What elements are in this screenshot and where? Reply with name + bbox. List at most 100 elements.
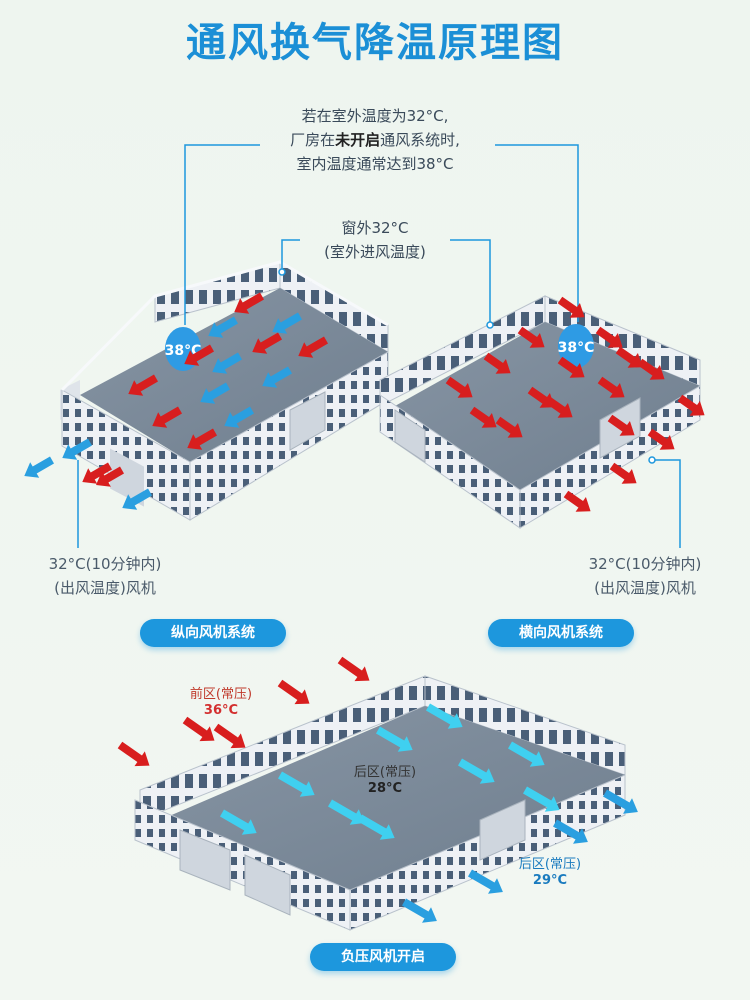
- hot-air-arrow-shape: [184, 344, 214, 366]
- hot-air-arrow: [298, 336, 328, 358]
- page-title: 通风换气降温原理图: [186, 20, 564, 66]
- cool-air-arrow: [402, 898, 437, 923]
- negative-pressure-fan-label: 负压风机开启: [310, 943, 456, 971]
- cool-air-arrow: [212, 352, 242, 374]
- hot-air-arrow-shape: [469, 406, 497, 428]
- cool-air-arrow-shape: [212, 352, 242, 374]
- cool-air-arrow: [553, 819, 588, 844]
- hot-air-arrow-shape: [213, 723, 246, 749]
- cool-air-arrow: [603, 789, 638, 814]
- right-fan-note-line2: (出风温度)风机: [594, 579, 696, 597]
- hot-air-arrow-shape: [607, 414, 635, 436]
- hot-air-arrow-shape: [252, 332, 282, 354]
- hot-air-arrow-shape: [597, 376, 625, 398]
- cool-air-arrow-shape: [402, 898, 437, 923]
- hot-air-arrow: [184, 344, 214, 366]
- cool-air-arrow-shape: [278, 771, 315, 797]
- hot-air-arrow: [563, 490, 591, 512]
- hot-air-arrow-shape: [647, 428, 675, 450]
- door-block: [479, 799, 526, 861]
- hot-air-arrow-shape: [557, 356, 585, 378]
- hot-air-arrow: [182, 716, 215, 742]
- cool-air-arrow-shape: [376, 726, 413, 752]
- middle-zone-temp: 28°C: [367, 781, 403, 796]
- hot-air-arrow-shape: [615, 346, 643, 368]
- cool-air-arrow: [508, 741, 545, 767]
- cool-air-arrow: [122, 488, 152, 510]
- hot-air-arrow: [187, 428, 217, 450]
- cool-air-arrow: [208, 316, 238, 338]
- right-badge-ellipse: [558, 324, 594, 368]
- bottom-building-floor: [160, 706, 625, 890]
- cool-air-arrow-shape: [468, 869, 503, 894]
- hot-air-arrow-shape: [557, 296, 585, 318]
- cool-air-arrow-shape: [220, 809, 257, 835]
- hot-air-arrow-shape: [128, 374, 158, 396]
- cool-air-arrow: [358, 814, 395, 840]
- top-note-line3: 室内温度通常达到38°C: [296, 155, 454, 173]
- hot-air-arrow: [152, 406, 182, 428]
- cool-air-arrow-shape: [553, 819, 588, 844]
- hot-air-arrow: [615, 346, 643, 368]
- cool-air-arrow-shape: [523, 786, 560, 812]
- right-badge-text: 38°C: [558, 340, 595, 356]
- hot-air-arrow-shape: [182, 716, 215, 742]
- rear-zone-label: 后区(常压) 29°C: [505, 857, 595, 889]
- hot-air-arrow: [495, 416, 523, 438]
- hot-air-arrow-shape: [152, 406, 182, 428]
- hot-air-arrow: [597, 376, 625, 398]
- cool-air-arrow: [426, 703, 463, 729]
- callout-dot: [486, 321, 494, 329]
- callout-line-top-right: [495, 144, 579, 322]
- hot-air-arrow: [517, 326, 545, 348]
- middle-zone-name: 后区(常压): [353, 765, 417, 780]
- cool-air-arrow: [523, 786, 560, 812]
- hot-air-arrow-shape: [187, 428, 217, 450]
- window-note-line1: 窗外32°C: [341, 219, 409, 237]
- callout-line-fan-right: [652, 459, 681, 548]
- cool-air-arrow: [220, 809, 257, 835]
- hot-air-arrow: [96, 466, 124, 487]
- left-building-rim: [60, 260, 389, 392]
- hot-air-arrow: [647, 428, 675, 450]
- hot-air-arrow: [234, 292, 264, 314]
- hot-air-arrow-shape: [563, 490, 591, 512]
- top-note-line2-post: 通风系统时,: [380, 131, 460, 149]
- hot-air-arrow: [557, 356, 585, 378]
- cool-air-arrow-shape: [426, 703, 463, 729]
- cool-air-arrow-shape: [328, 799, 365, 825]
- cool-air-arrow-shape: [272, 312, 302, 334]
- cool-air-arrow: [468, 869, 503, 894]
- front-zone-temp: 36°C: [203, 703, 239, 718]
- cool-air-arrow: [24, 456, 54, 478]
- top-note-line2-bold: 未开启: [335, 131, 381, 149]
- left-fan-note-line1: 32°C(10分钟内): [48, 555, 162, 573]
- hot-air-arrow-shape: [82, 462, 112, 484]
- cool-air-arrow: [458, 758, 495, 784]
- hot-air-arrow-shape: [495, 416, 523, 438]
- cool-air-arrow: [62, 438, 92, 460]
- door-block: [244, 854, 291, 916]
- hot-air-arrow: [252, 332, 282, 354]
- rear-zone-temp: 29°C: [532, 873, 568, 888]
- hot-air-arrow-shape: [609, 462, 637, 484]
- hot-air-arrow: [277, 679, 310, 705]
- hot-air-arrow-shape: [545, 396, 573, 418]
- door-block: [110, 448, 144, 507]
- cool-air-arrow-shape: [200, 382, 230, 404]
- hot-air-arrow-shape: [517, 326, 545, 348]
- callout-dot: [648, 456, 656, 464]
- rear-zone-name: 后区(常压): [518, 857, 582, 872]
- cool-air-arrow-shape: [62, 438, 92, 460]
- callout-line-window-right: [450, 239, 491, 325]
- cool-air-arrow-shape: [208, 316, 238, 338]
- middle-zone-label: 后区(常压) 28°C: [340, 765, 430, 797]
- cool-air-arrow-shape: [603, 789, 638, 814]
- cool-air-arrow-shape: [458, 758, 495, 784]
- hot-air-arrow: [445, 376, 473, 398]
- hot-air-arrow: [128, 374, 158, 396]
- hot-air-arrow: [82, 462, 112, 484]
- left-fan-note-line2: (出风温度)风机: [54, 579, 156, 597]
- hot-air-arrow: [337, 656, 370, 682]
- right-temp-badge: 38°C: [558, 324, 595, 368]
